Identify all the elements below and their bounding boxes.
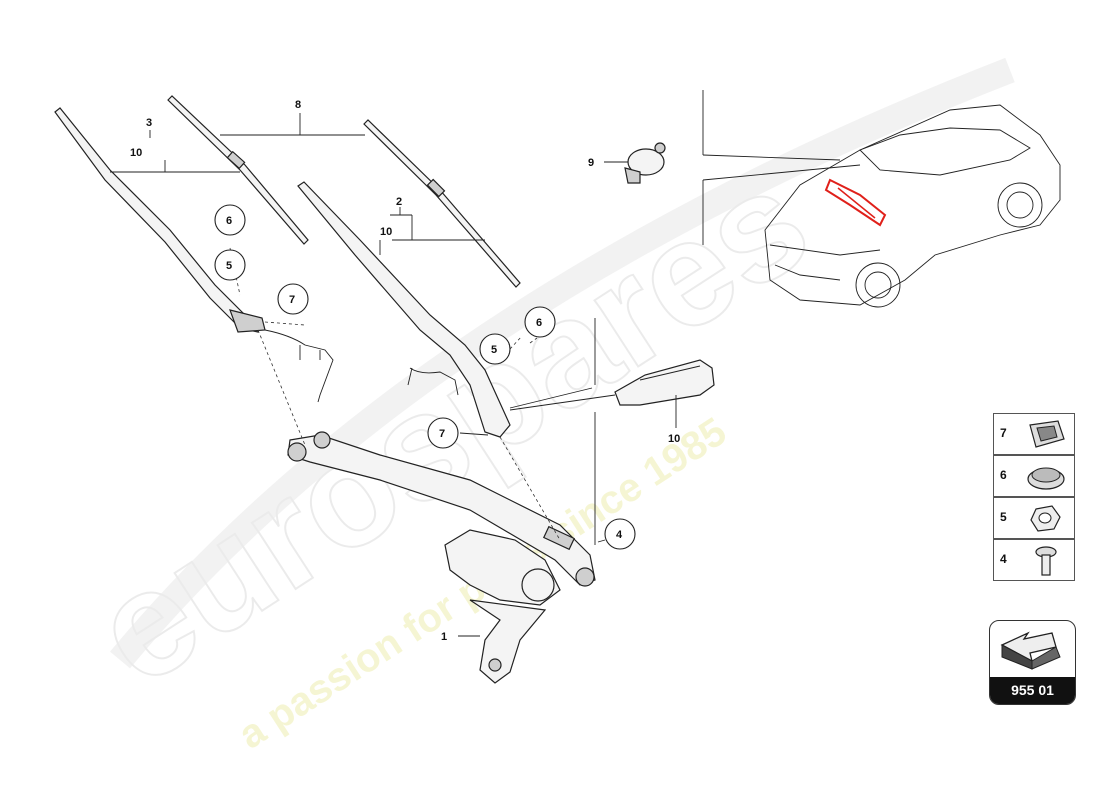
left-wiper-arm xyxy=(54,107,334,403)
callout-10-left: 10 xyxy=(130,147,142,159)
car-illustration xyxy=(764,104,1061,308)
callout-7-left: 7 xyxy=(289,294,295,306)
page-reference-box: 955 01 xyxy=(989,620,1076,705)
callout-8: 8 xyxy=(295,99,301,111)
legend-number: 5 xyxy=(1000,510,1007,524)
callout-6-right: 6 xyxy=(536,317,542,329)
legend-item-cap-nut: 6 xyxy=(993,455,1075,497)
callout-5-left: 5 xyxy=(226,260,232,272)
callout-9: 9 xyxy=(588,157,594,169)
arrow-icon xyxy=(1000,631,1061,670)
callout-10-cover: 10 xyxy=(668,433,680,445)
legend-number: 4 xyxy=(1000,552,1007,566)
legend-number: 6 xyxy=(1000,468,1007,482)
hex-nut-icon xyxy=(1030,505,1061,532)
callout-7-right: 7 xyxy=(439,428,445,440)
callout-6-left: 6 xyxy=(226,215,232,227)
callout-10-mid: 10 xyxy=(380,226,392,238)
watermark: eurospares a passion for parts since 198… xyxy=(65,57,1015,758)
wiper-linkage-motor xyxy=(287,431,596,684)
callout-4: 4 xyxy=(616,529,623,541)
legend-item-bolt: 4 xyxy=(993,539,1075,581)
callout-2: 2 xyxy=(396,196,402,208)
right-wiper-blade xyxy=(363,119,521,288)
legend-number: 7 xyxy=(1000,426,1007,440)
arm-cover xyxy=(614,359,715,406)
callouts: 3 10 8 2 10 9 10 1 6 5 7 6 5 7 4 xyxy=(130,99,680,643)
right-wiper-arm xyxy=(297,181,511,438)
legend-item-hex-nut: 5 xyxy=(993,497,1075,539)
grommet-icon xyxy=(1029,420,1065,448)
callout-3: 3 xyxy=(146,117,152,129)
callout-5-right: 5 xyxy=(491,344,497,356)
left-wiper-blade xyxy=(167,95,309,245)
legend-item-grommet: 7 xyxy=(993,413,1075,455)
cap-nut-icon xyxy=(1027,467,1065,490)
bolt-icon xyxy=(1035,546,1057,576)
leader-lines xyxy=(110,90,861,637)
rain-sensor xyxy=(624,142,666,184)
page-number: 955 01 xyxy=(990,677,1075,704)
callout-1: 1 xyxy=(441,631,447,643)
